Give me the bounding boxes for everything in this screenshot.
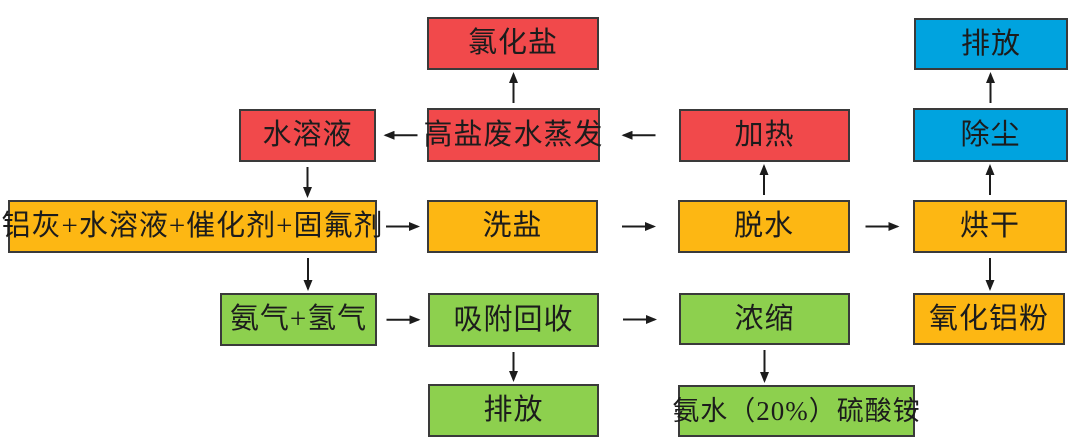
node-alumina-powder: 氧化铝粉	[913, 293, 1065, 345]
node-label: 水溶液	[262, 119, 353, 151]
node-discharge-treated: 排放	[428, 384, 599, 437]
node-aqueous-solution: 水溶液	[239, 109, 376, 162]
node-label: 加热	[734, 119, 795, 151]
node-chloride-salt: 氯化盐	[427, 17, 599, 70]
node-label: 排放	[960, 27, 1021, 60]
node-label: 铝灰+水溶液+催化剂+固氟剂	[1, 210, 384, 242]
node-high-salt-wastewater-evaporation: 高盐废水蒸发	[424, 108, 603, 162]
node-label: 高盐废水蒸发	[423, 118, 604, 151]
node-adsorption-recovery: 吸附回收	[428, 293, 599, 347]
node-ammonia-hydrogen-gas: 氨气+氢气	[220, 293, 377, 346]
node-label: 除尘	[960, 118, 1021, 151]
node-label: 氨水（20%）硫酸铵	[672, 395, 921, 426]
node-label: 吸附回收	[453, 303, 574, 336]
node-drying: 烘干	[913, 200, 1067, 253]
node-label: 洗盐	[482, 210, 543, 242]
node-dust-removal: 除尘	[913, 108, 1068, 162]
node-ammonia-water-ammonium-sulfate: 氨水（20%）硫酸铵	[672, 385, 920, 437]
node-concentration: 浓缩	[679, 293, 850, 345]
node-label: 排放	[483, 394, 544, 426]
node-discharge-gas: 排放	[914, 18, 1068, 70]
node-label: 浓缩	[734, 302, 795, 335]
node-dewatering: 脱水	[678, 200, 850, 253]
node-label: 脱水	[733, 210, 794, 242]
node-aluminum-ash-mixture: 铝灰+水溶液+催化剂+固氟剂	[1, 200, 383, 253]
node-label: 烘干	[959, 210, 1020, 242]
node-label: 氧化铝粉	[928, 302, 1049, 335]
node-label: 氨气+氢气	[229, 303, 368, 335]
node-salt-washing: 洗盐	[427, 200, 598, 253]
node-label: 氯化盐	[467, 27, 558, 59]
node-heating: 加热	[679, 109, 850, 162]
